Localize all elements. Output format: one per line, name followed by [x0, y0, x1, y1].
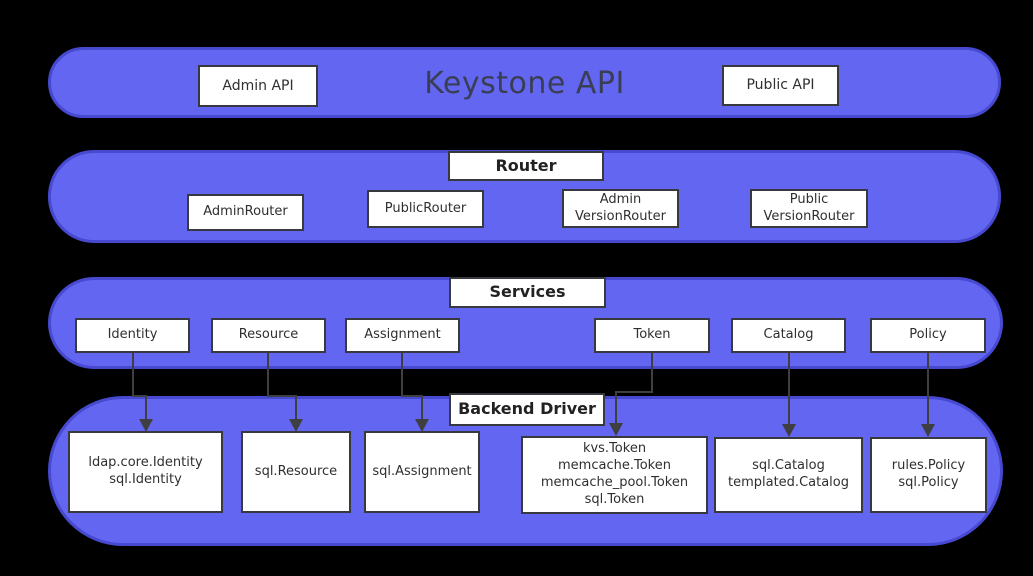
- node-identity-service: Identity: [75, 318, 190, 353]
- node-admin-router: AdminRouter: [187, 194, 304, 231]
- node-catalog-service: Catalog: [731, 318, 846, 353]
- node-token-backends: kvs.Token memcache.Token memcache_pool.T…: [521, 436, 708, 514]
- node-public-router: PublicRouter: [367, 190, 484, 228]
- node-resource-service: Resource: [211, 318, 326, 353]
- backend-driver-band-title: Backend Driver: [449, 393, 605, 426]
- node-token-service: Token: [594, 318, 710, 353]
- node-policy-backends: rules.Policy sql.Policy: [870, 437, 987, 513]
- node-public-api: Public API: [722, 65, 839, 106]
- keystone-api-title: Keystone API: [424, 66, 625, 101]
- node-admin-api: Admin API: [198, 65, 318, 107]
- node-admin-version-router: Admin VersionRouter: [562, 189, 679, 228]
- node-resource-backends: sql.Resource: [241, 431, 351, 513]
- node-public-version-router: Public VersionRouter: [750, 189, 868, 228]
- node-assignment-service: Assignment: [345, 318, 460, 353]
- node-assignment-backends: sql.Assignment: [364, 431, 480, 513]
- services-band-title: Services: [449, 277, 606, 308]
- node-catalog-backends: sql.Catalog templated.Catalog: [714, 437, 863, 513]
- node-identity-backends: ldap.core.Identity sql.Identity: [68, 431, 223, 513]
- router-band-title: Router: [448, 151, 604, 181]
- node-policy-service: Policy: [870, 318, 986, 353]
